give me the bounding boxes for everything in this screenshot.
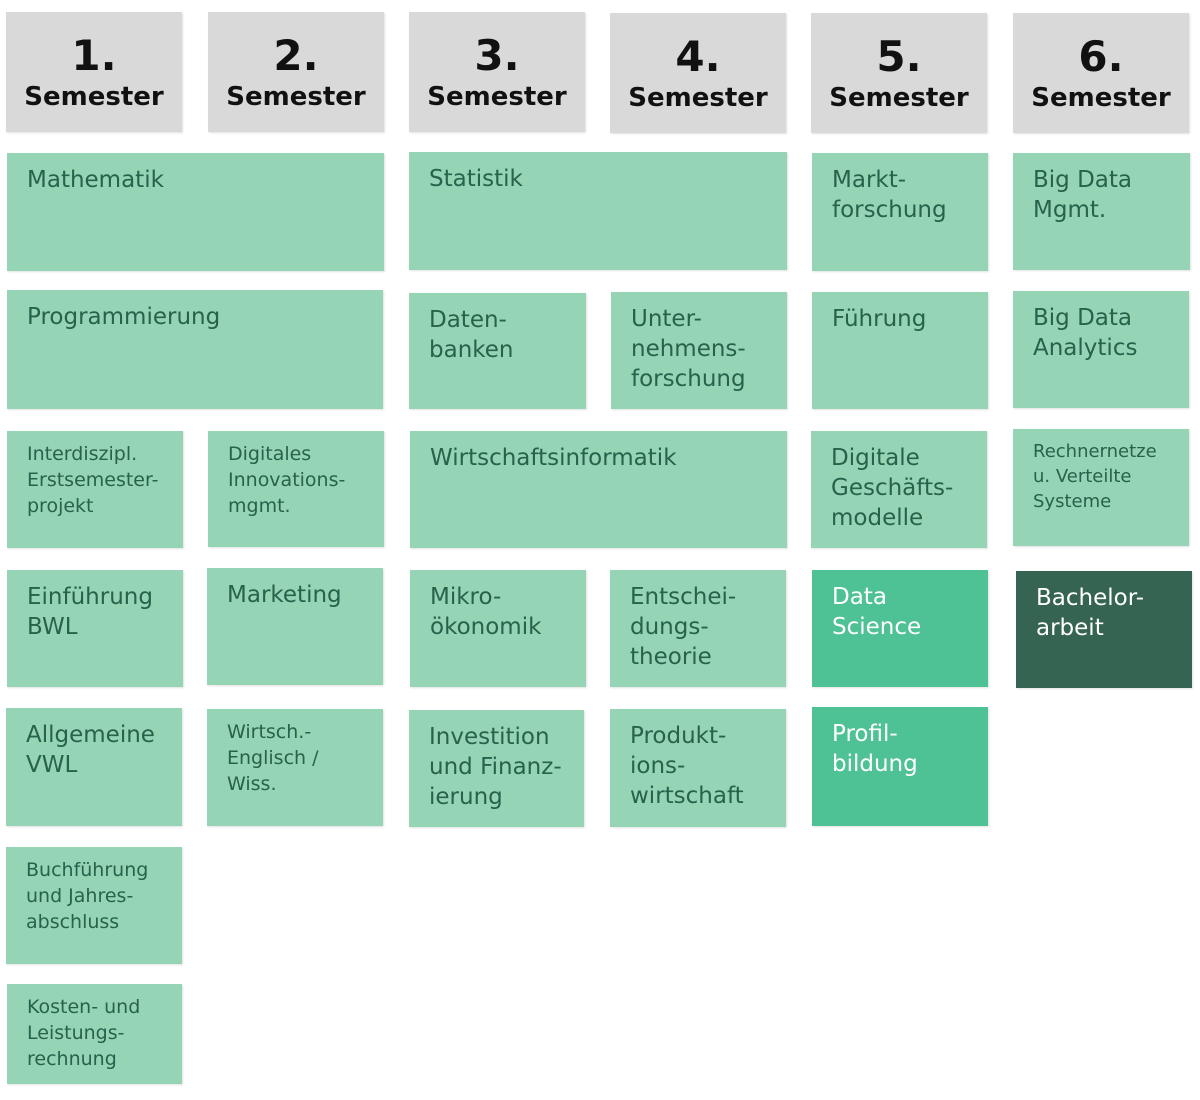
semester-label: Semester [829,83,969,113]
semester-number: 5. [876,32,922,81]
semester-header-6: 6. Semester [1013,13,1189,133]
module-allgemeine-vwl: Allgemeine VWL [6,708,182,826]
semester-header-2: 2. Semester [208,12,384,132]
module-innovationsmgmt: Digitales Innovations- mgmt. [208,431,384,547]
semester-header-4: 4. Semester [610,13,786,133]
semester-number: 6. [1078,32,1124,81]
module-geschaeftsmodelle: Digitale Geschäfts- modelle [811,431,987,548]
semester-label: Semester [24,82,164,112]
semester-header-1: 1. Semester [6,12,182,132]
module-marktforschung: Markt- forschung [812,153,988,271]
module-wirtsch-englisch: Wirtsch.- Englisch / Wiss. [207,709,383,826]
module-statistik: Statistik [409,152,787,270]
module-programmierung: Programmierung [7,290,383,409]
semester-label: Semester [427,82,567,112]
module-big-data-analytics: Big Data Analytics [1013,291,1189,408]
semester-header-3: 3. Semester [409,12,585,132]
module-unternehmensforschung: Unter- nehmens- forschung [611,292,787,409]
module-wirtschaftsinformatik: Wirtschaftsinformatik [410,431,787,548]
module-mathematik: Mathematik [7,153,384,271]
semester-number: 3. [474,31,520,80]
module-rechnernetze: Rechnernetze u. Verteilte Systeme [1013,429,1189,546]
module-bachelorarbeit: Bachelor- arbeit [1016,571,1192,688]
module-einfuehrung-bwl: Einführung BWL [7,570,183,687]
semester-header-5: 5. Semester [811,13,987,133]
module-investition: Investition und Finanz- ierung [409,710,584,827]
semester-number: 2. [273,31,319,80]
semester-label: Semester [1031,83,1171,113]
module-data-science: Data Science [812,570,988,687]
semester-number: 4. [675,32,721,81]
module-profilbildung: Profil- bildung [812,707,988,826]
module-erstsemesterprojekt: Interdiszipl. Erstsemester- projekt [7,431,183,548]
module-datenbanken: Daten- banken [409,293,586,409]
module-mikrooekonomik: Mikro- ökonomik [410,570,586,687]
semester-label: Semester [226,82,366,112]
module-buchfuehrung: Buchführung und Jahres- abschluss [6,847,182,964]
module-marketing: Marketing [207,568,383,685]
module-entscheidungstheorie: Entschei- dungs- theorie [610,570,786,687]
semester-label: Semester [628,83,768,113]
module-kostenrechnung: Kosten- und Leistungs- rechnung [7,984,182,1084]
module-big-data-mgmt: Big Data Mgmt. [1013,153,1190,270]
module-produktionswirtschaft: Produkt- ions- wirtschaft [610,709,786,827]
semester-number: 1. [71,31,117,80]
module-fuehrung: Führung [812,292,988,409]
